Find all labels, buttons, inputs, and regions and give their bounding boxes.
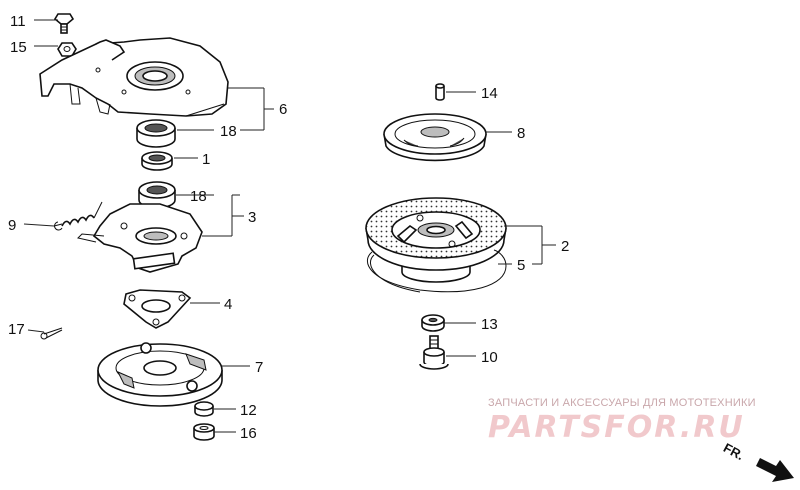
cover-cup-part-8 xyxy=(383,113,487,162)
flange-nut-part-16 xyxy=(193,423,215,441)
bearing-upper-part-18 xyxy=(136,119,176,148)
triangle-plate-part-4 xyxy=(123,289,192,329)
label-part-8: 8 xyxy=(517,125,525,142)
label-part-7: 7 xyxy=(255,359,263,376)
reel-drum-part-2 xyxy=(365,197,507,283)
label-part-12: 12 xyxy=(240,402,257,419)
label-part-16: 16 xyxy=(240,425,257,442)
watermark-logo: PARTSFOR.RU xyxy=(488,410,745,445)
housing-plate-part-6 xyxy=(39,37,229,117)
label-part-13: 13 xyxy=(481,316,498,333)
label-part-10: 10 xyxy=(481,349,498,366)
washer-part-13 xyxy=(421,314,445,332)
label-part-17: 17 xyxy=(8,321,25,338)
flange-bolt-part-10 xyxy=(419,335,449,370)
direction-arrow-icon xyxy=(756,458,794,482)
spring-part-9 xyxy=(53,201,103,231)
label-part-6: 6 xyxy=(279,101,287,118)
seal-part-1 xyxy=(141,151,173,171)
label-part-14: 14 xyxy=(481,85,498,102)
label-part-18-upper: 18 xyxy=(220,123,237,140)
label-part-11: 11 xyxy=(10,13,26,30)
nut-part-12 xyxy=(194,401,214,417)
ratchet-plate-part-3 xyxy=(77,203,203,273)
label-part-2: 2 xyxy=(561,238,569,255)
label-part-15: 15 xyxy=(10,39,27,56)
rope-part-5 xyxy=(367,249,507,293)
watermark-caption: ЗАПЧАСТИ И АКСЕССУАРЫ ДЛЯ МОТОТЕХНИКИ xyxy=(488,397,756,409)
bolt-part-11 xyxy=(53,13,75,34)
label-part-9: 9 xyxy=(8,217,16,234)
label-part-5: 5 xyxy=(517,257,525,274)
label-part-1: 1 xyxy=(202,151,210,168)
label-part-18-lower: 18 xyxy=(190,188,207,205)
pin-part-17 xyxy=(40,327,63,340)
pin-part-14 xyxy=(435,83,445,101)
label-part-4: 4 xyxy=(224,296,232,313)
pulley-disc-part-7 xyxy=(97,342,223,407)
part-number-labels: 11 15 6 18 1 18 3 9 4 17 7 12 16 14 8 2 … xyxy=(8,13,569,442)
label-part-3: 3 xyxy=(248,209,256,226)
callout-lines xyxy=(23,19,556,433)
